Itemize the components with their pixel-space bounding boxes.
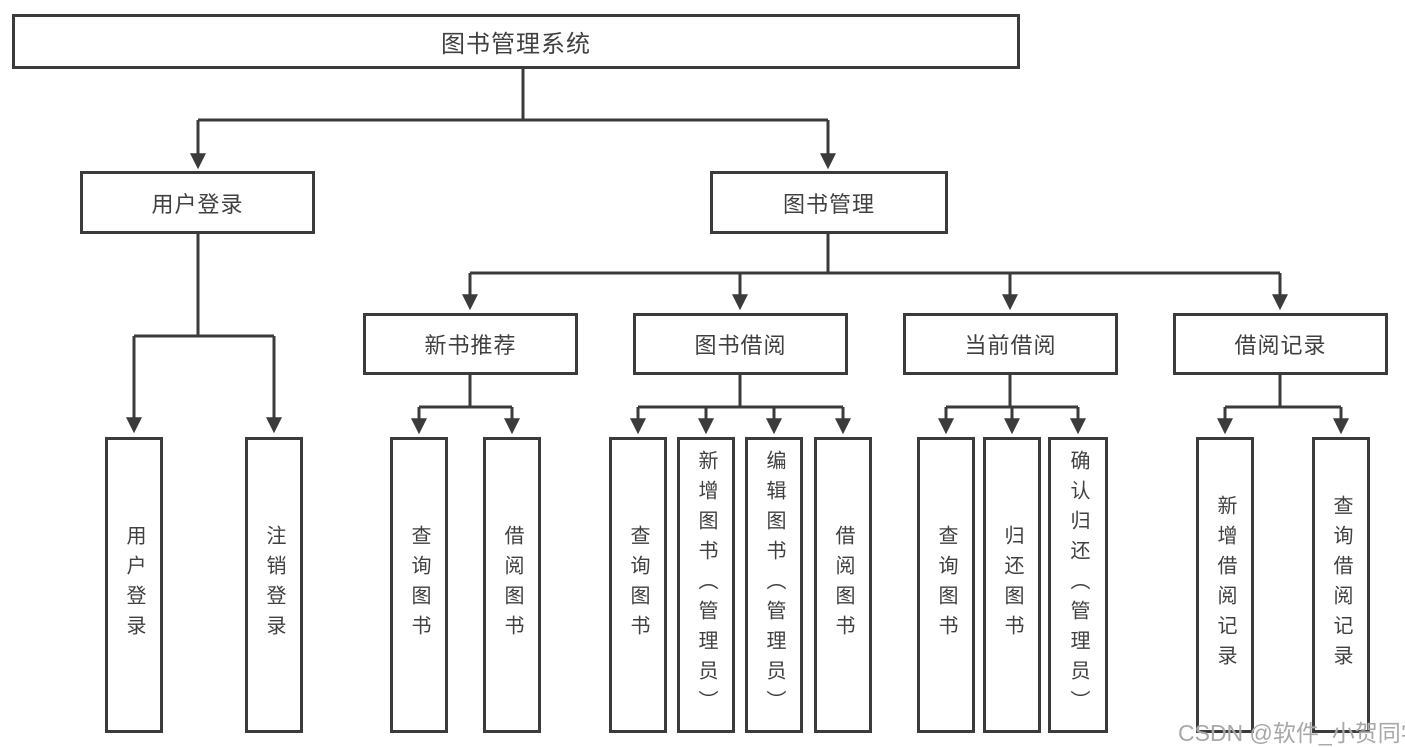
node-label: 图书借阅 bbox=[694, 333, 787, 358]
node-borrowing-records: 借阅记录 bbox=[1173, 313, 1388, 375]
node-label: 确认归还（管理员） bbox=[1067, 450, 1089, 720]
node-label: 借阅记录 bbox=[1234, 333, 1327, 358]
node-label: 新增图书（管理员） bbox=[695, 450, 717, 720]
leaf-query-books-borrow: 查询图书 bbox=[609, 437, 667, 733]
node-label: 注销登录 bbox=[263, 525, 285, 645]
node-new-book-recommendation: 新书推荐 bbox=[363, 313, 578, 375]
node-label: 查询图书 bbox=[408, 525, 430, 645]
node-book-management: 图书管理 bbox=[710, 171, 948, 234]
node-label: 用户登录 bbox=[151, 191, 244, 217]
node-library-management-system: 图书管理系统 bbox=[12, 14, 1020, 69]
leaf-add-books-admin: 新增图书（管理员） bbox=[677, 437, 735, 733]
leaf-add-borrow-record: 新增借阅记录 bbox=[1196, 437, 1254, 733]
csdn-watermark: CSDN @软件_小贺同学 bbox=[1178, 720, 1405, 746]
node-label: 图书管理 bbox=[782, 191, 875, 217]
node-label: 编辑图书（管理员） bbox=[763, 450, 785, 720]
leaf-edit-books-admin: 编辑图书（管理员） bbox=[745, 437, 803, 733]
node-label: 查询图书 bbox=[935, 525, 957, 645]
leaf-query-borrow-record: 查询借阅记录 bbox=[1312, 437, 1370, 733]
node-label: 当前借阅 bbox=[964, 333, 1057, 358]
leaf-query-books-newbook: 查询图书 bbox=[390, 437, 448, 733]
leaf-user-login: 用户登录 bbox=[105, 437, 163, 733]
leaf-borrow-books-newbook: 借阅图书 bbox=[483, 437, 541, 733]
node-label: 新书推荐 bbox=[424, 333, 517, 358]
node-label: 查询借阅记录 bbox=[1330, 495, 1352, 675]
leaf-return-books: 归还图书 bbox=[983, 437, 1041, 733]
node-label: 新增借阅记录 bbox=[1214, 495, 1236, 675]
leaf-query-books-current: 查询图书 bbox=[917, 437, 975, 733]
leaf-borrow-books: 借阅图书 bbox=[814, 437, 872, 733]
node-current-borrowing: 当前借阅 bbox=[903, 313, 1118, 375]
node-book-borrowing: 图书借阅 bbox=[633, 313, 848, 375]
node-user-login: 用户登录 bbox=[80, 171, 315, 234]
leaf-logout: 注销登录 bbox=[245, 437, 303, 733]
node-label: 借阅图书 bbox=[832, 525, 854, 645]
node-label: 借阅图书 bbox=[501, 525, 523, 645]
node-label: 查询图书 bbox=[627, 525, 649, 645]
node-label: 用户登录 bbox=[123, 525, 145, 645]
node-label: 图书管理系统 bbox=[441, 31, 591, 58]
node-label: 归还图书 bbox=[1001, 525, 1023, 645]
leaf-confirm-return-admin: 确认归还（管理员） bbox=[1048, 437, 1108, 733]
